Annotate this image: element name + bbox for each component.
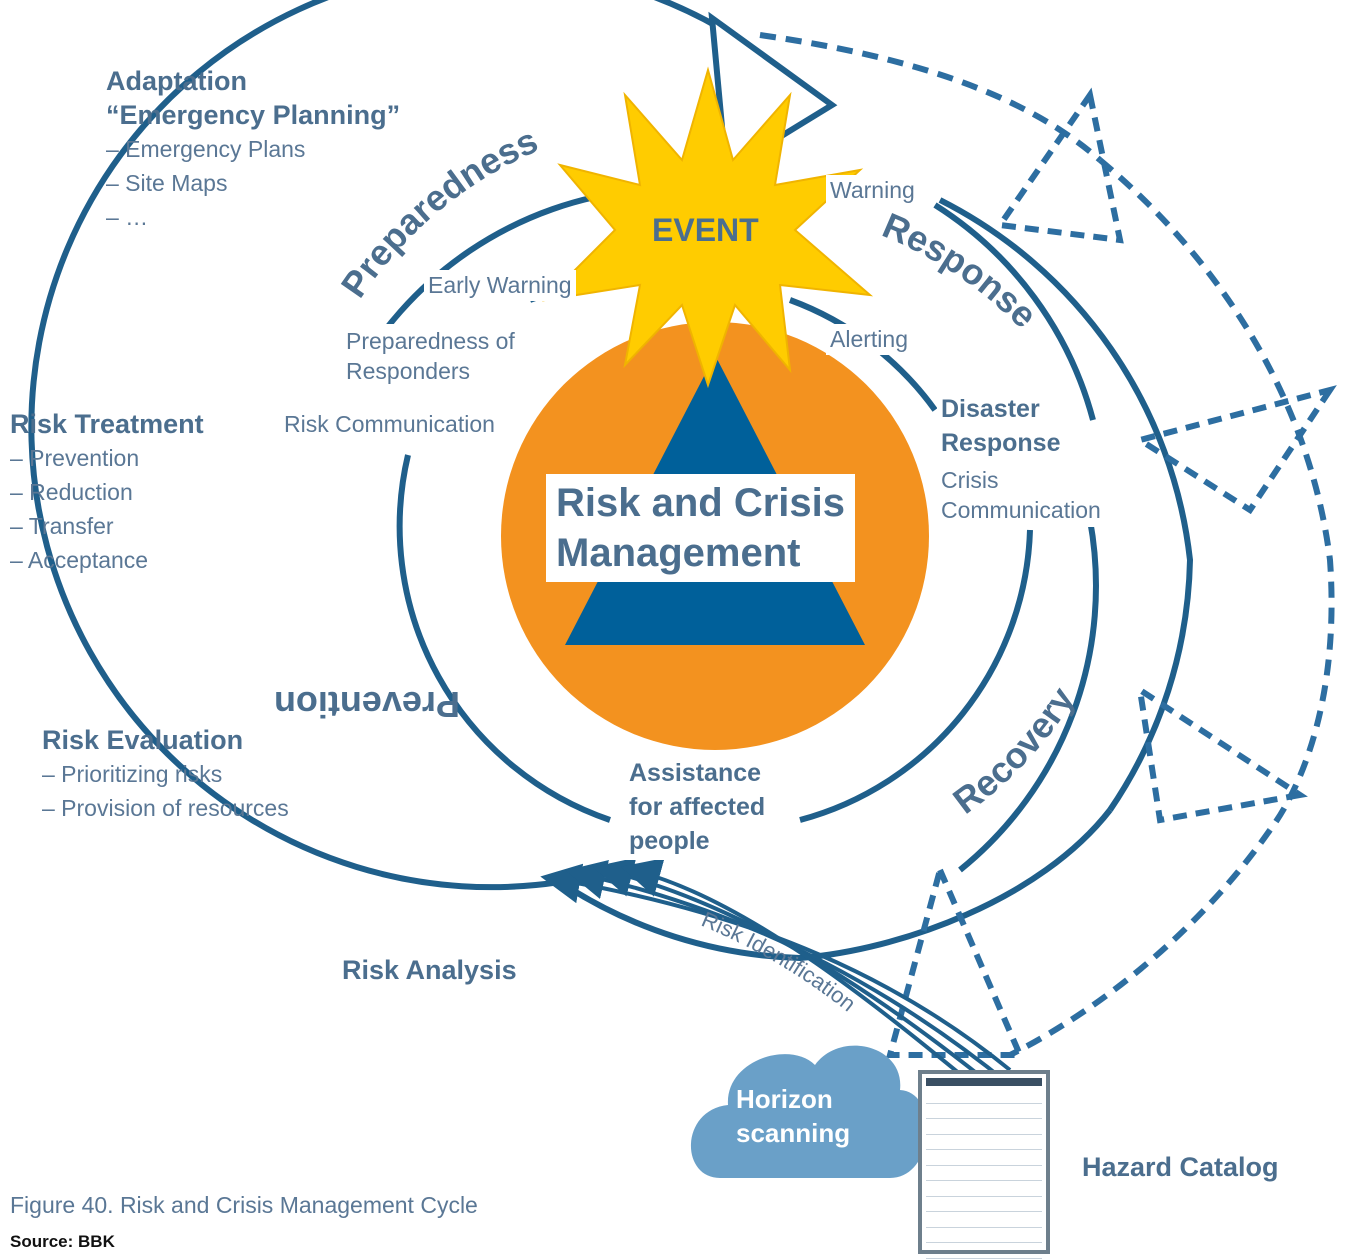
risk-evaluation-item: – Prioritizing risks xyxy=(42,761,223,787)
middle-ring-bottom xyxy=(958,519,1099,873)
warning-label: Warning xyxy=(826,175,919,206)
risk-evaluation-block: Risk Evaluation – Prioritizing risks – P… xyxy=(42,723,289,825)
inner-ring-right xyxy=(799,529,1033,823)
adaptation-title: Adaptation xyxy=(106,66,247,96)
phase-prevention: Prevention xyxy=(274,684,460,725)
horizon-cloud xyxy=(690,1045,928,1178)
risk-treatment-item: – Reduction xyxy=(10,479,133,505)
risk-evaluation-item: – Provision of resources xyxy=(42,795,289,821)
dashed-arc-right xyxy=(1098,157,1335,832)
inner-ring xyxy=(396,454,611,823)
risk-analysis-label: Risk Analysis xyxy=(342,955,517,985)
middle-ring xyxy=(933,202,1096,421)
center-title: Risk and Crisis Management xyxy=(546,474,856,582)
dashed-arrowhead-2 xyxy=(1132,385,1337,515)
horizon-scanning-label: Horizon scanning xyxy=(736,1084,851,1148)
center-title-line2: Management xyxy=(556,531,801,575)
figure-caption: Figure 40. Risk and Crisis Management Cy… xyxy=(10,1192,478,1218)
dashed-arc-bottom xyxy=(1008,828,1273,1058)
hazard-catalog-label: Hazard Catalog xyxy=(1082,1152,1279,1182)
phase-recovery: Recovery xyxy=(945,680,1082,822)
adaptation-block: Adaptation “Emergency Planning” – Emerge… xyxy=(106,64,400,234)
adaptation-item: – Site Maps xyxy=(106,170,228,196)
adaptation-subtitle: “Emergency Planning” xyxy=(106,100,401,130)
hazard-catalog-document xyxy=(918,1070,1050,1259)
early-warning-label: Early Warning xyxy=(424,270,576,301)
disaster-response-label: Disaster Response xyxy=(937,390,1065,462)
risk-communication-label: Risk Communication xyxy=(280,409,499,440)
event-label: EVENT xyxy=(652,212,759,248)
adaptation-item: – Emergency Plans xyxy=(106,136,306,162)
alerting-label: Alerting xyxy=(826,324,912,355)
figure-source: Source: BBK xyxy=(10,1232,115,1251)
risk-treatment-title: Risk Treatment xyxy=(10,409,204,439)
dashed-arrowhead-1 xyxy=(994,87,1124,244)
crisis-communication-label: Crisis Communication xyxy=(937,463,1105,527)
dashed-arrowhead-3 xyxy=(1136,683,1308,824)
assistance-label: Assistance for affected people xyxy=(625,754,770,860)
center-title-line1: Risk and Crisis xyxy=(556,481,846,525)
outer-ring xyxy=(28,0,722,891)
event-star xyxy=(542,66,874,389)
risk-evaluation-title: Risk Evaluation xyxy=(42,725,244,755)
adaptation-item: – … xyxy=(106,204,149,230)
risk-treatment-item: – Acceptance xyxy=(10,547,149,573)
risk-treatment-block: Risk Treatment – Prevention – Reduction … xyxy=(10,407,204,577)
risk-treatment-item: – Transfer xyxy=(10,513,114,539)
risk-treatment-item: – Prevention xyxy=(10,445,140,471)
preparedness-responders-label: Preparedness of Responders xyxy=(342,324,519,388)
